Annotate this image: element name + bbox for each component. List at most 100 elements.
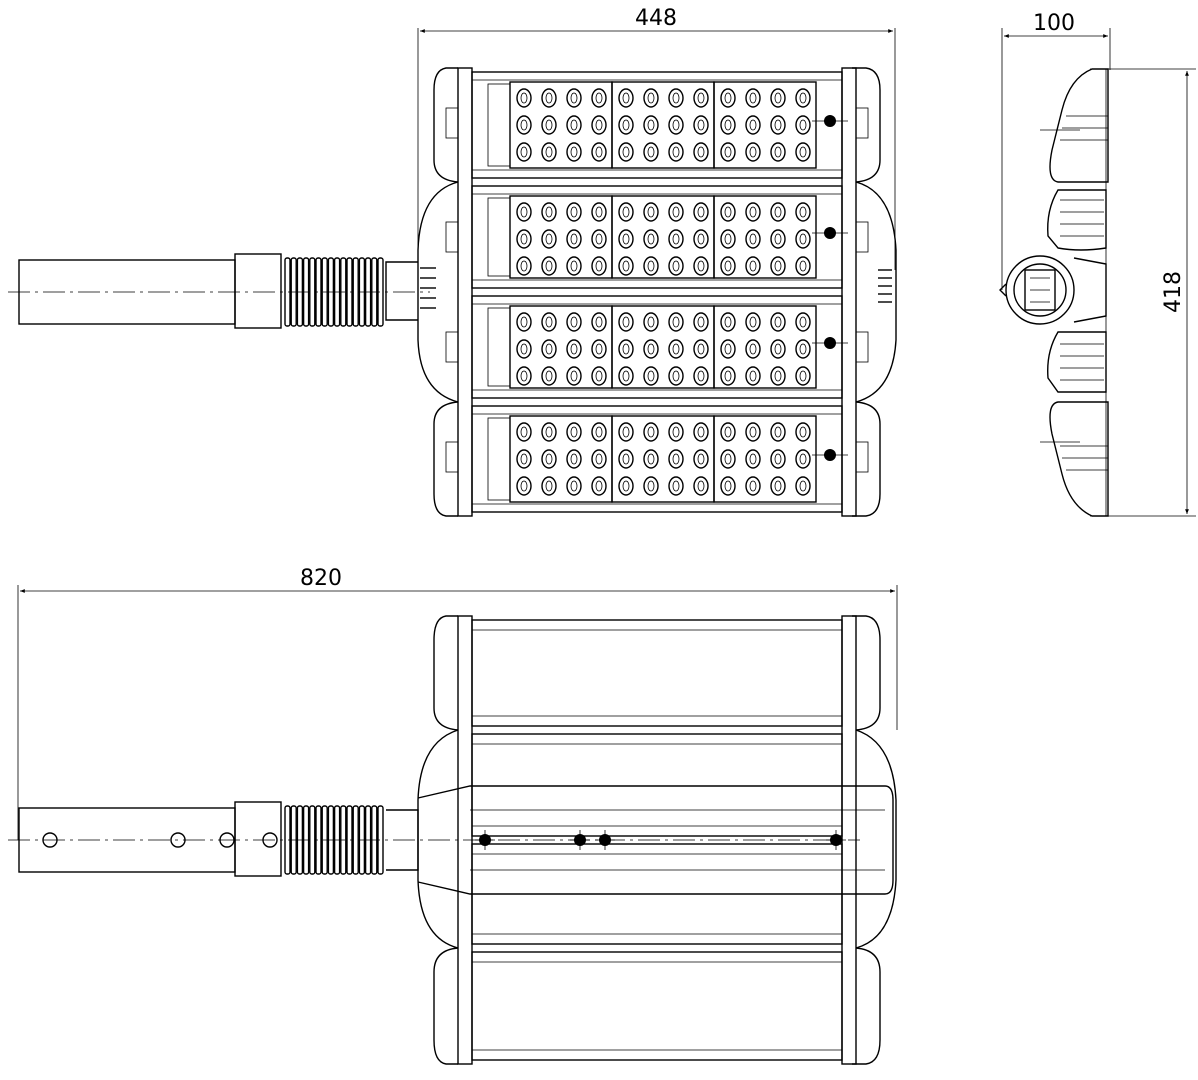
led xyxy=(668,366,684,386)
pole-top-view xyxy=(8,253,430,329)
led xyxy=(643,202,659,222)
led xyxy=(720,366,736,386)
led-module xyxy=(445,185,869,289)
led xyxy=(693,449,709,469)
led xyxy=(795,256,811,276)
led xyxy=(770,366,786,386)
led xyxy=(795,339,811,359)
rear-module xyxy=(471,951,843,1061)
led xyxy=(668,115,684,135)
led xyxy=(770,449,786,469)
led xyxy=(720,115,736,135)
module-frame xyxy=(471,71,843,179)
led xyxy=(618,312,634,332)
led xyxy=(541,229,557,249)
led-module xyxy=(445,405,869,513)
led xyxy=(618,449,634,469)
led xyxy=(693,312,709,332)
dimension-side-height: 418 xyxy=(1090,68,1196,517)
led xyxy=(516,202,532,222)
module-frame xyxy=(471,405,843,513)
led xyxy=(770,115,786,135)
led xyxy=(516,142,532,162)
pole-hole xyxy=(262,832,278,848)
led xyxy=(745,142,761,162)
led-module xyxy=(445,295,869,399)
led xyxy=(643,115,659,135)
led-block xyxy=(713,81,817,169)
led xyxy=(693,339,709,359)
led xyxy=(591,476,607,496)
rear-module xyxy=(471,733,843,837)
led xyxy=(693,366,709,386)
led xyxy=(591,422,607,442)
led xyxy=(618,142,634,162)
rear-module xyxy=(471,619,843,727)
dim-label-100: 100 xyxy=(1033,11,1075,36)
led xyxy=(643,142,659,162)
led xyxy=(693,142,709,162)
led xyxy=(693,422,709,442)
pole-rib xyxy=(346,257,353,327)
led xyxy=(795,88,811,108)
pole-rib xyxy=(327,257,335,327)
led xyxy=(516,449,532,469)
led xyxy=(745,256,761,276)
led xyxy=(720,449,736,469)
led xyxy=(795,449,811,469)
pole-rib xyxy=(364,805,372,875)
led xyxy=(745,449,761,469)
led xyxy=(643,256,659,276)
pole-rib xyxy=(327,805,335,875)
led xyxy=(541,115,557,135)
led-module xyxy=(445,71,869,179)
led xyxy=(516,115,532,135)
pole-rib xyxy=(352,805,359,875)
dimension-side-depth: 100 xyxy=(1001,11,1111,290)
led xyxy=(720,476,736,496)
led xyxy=(720,312,736,332)
led xyxy=(591,88,607,108)
led xyxy=(770,202,786,222)
pole-rib xyxy=(371,257,378,327)
led xyxy=(541,202,557,222)
pole-rib xyxy=(333,257,341,327)
led xyxy=(643,449,659,469)
led xyxy=(745,422,761,442)
led xyxy=(541,422,557,442)
dimension-top-width: 448 xyxy=(417,6,896,270)
led xyxy=(618,88,634,108)
led xyxy=(643,476,659,496)
pole-hole xyxy=(219,832,235,848)
led xyxy=(668,476,684,496)
led xyxy=(566,449,582,469)
led xyxy=(541,366,557,386)
pole-rib xyxy=(377,257,384,327)
led xyxy=(770,229,786,249)
led xyxy=(516,476,532,496)
led xyxy=(591,229,607,249)
led xyxy=(643,312,659,332)
led xyxy=(618,339,634,359)
led xyxy=(618,366,634,386)
led xyxy=(566,229,582,249)
led xyxy=(795,115,811,135)
led xyxy=(720,256,736,276)
pole-rib xyxy=(302,257,310,327)
led xyxy=(566,142,582,162)
pole-rib xyxy=(340,805,347,875)
pole-rib xyxy=(358,257,366,327)
pole-rib xyxy=(309,805,316,875)
led xyxy=(591,142,607,162)
led xyxy=(745,339,761,359)
led xyxy=(668,88,684,108)
pole-rib xyxy=(302,805,310,875)
pole-rear-view xyxy=(18,801,419,877)
led xyxy=(720,422,736,442)
led xyxy=(516,366,532,386)
led xyxy=(693,88,709,108)
dim-label-448: 448 xyxy=(635,6,677,31)
led xyxy=(693,229,709,249)
pole-hole xyxy=(42,832,58,848)
led xyxy=(566,476,582,496)
